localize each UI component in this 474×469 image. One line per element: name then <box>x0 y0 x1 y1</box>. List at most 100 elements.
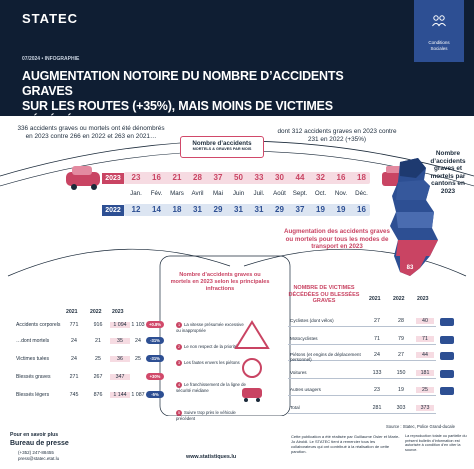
infraction-text: Le non respect de la priorité <box>184 344 238 349</box>
left-table-cell: 916 <box>93 322 103 328</box>
victims-table-cell: 181 <box>416 370 434 376</box>
victims-table-year-header: 2023 <box>417 296 429 302</box>
left-table-cell: 36 <box>110 356 130 362</box>
left-table-year-header: 2022 <box>90 309 102 315</box>
left-table-cell: 35 <box>110 338 130 344</box>
month-label: Jan. <box>130 190 142 197</box>
victims-table-cell: 25 <box>416 387 434 393</box>
left-table-cell: 24 <box>71 338 77 344</box>
victims-table-row-label: Voitures <box>290 370 307 375</box>
victims-table-title: NOMBRE DE VICTIMES DÉCÉDÉES OU BLESSÉES … <box>288 285 360 305</box>
value-2023: 33 <box>254 173 264 182</box>
left-table-change-badge: -5% <box>146 391 164 398</box>
victims-table-cell: 24 <box>374 352 380 358</box>
month-label: Sept. <box>292 190 308 197</box>
monthly-label-title: Nombre d’accidents <box>192 140 252 147</box>
footer-email[interactable]: press@statec.etat.lu <box>18 456 60 461</box>
left-table-cell-secondary: 1 087 <box>131 392 145 398</box>
footer-reproduction-note: La reproduction totale ou partielle du p… <box>405 434 467 452</box>
map-title: Nombre d’accidents graves et mortels par… <box>430 150 466 195</box>
left-table-cell: 745 <box>69 392 79 398</box>
month-label: Juin <box>232 190 245 197</box>
value-2022: 18 <box>172 205 182 214</box>
month-label: Mai <box>213 190 223 197</box>
map-note: Augmentation des accidents graves ou mor… <box>284 228 390 251</box>
victims-table-row-label: Total <box>290 405 300 410</box>
victims-table-row-label: Motocyclistes <box>290 336 318 341</box>
month-label: Juil. <box>253 190 265 197</box>
month-label: Fév. <box>150 190 163 197</box>
intro-left-text: 336 accidents graves ou mortels ont été … <box>17 125 165 140</box>
left-table-row-label: Victimes tuées <box>16 356 50 362</box>
left-table-cell: 876 <box>93 392 103 398</box>
victims-table-cell: 28 <box>398 318 404 324</box>
left-table-cell: 24 <box>71 356 77 362</box>
value-2022: 31 <box>254 205 264 214</box>
victims-table-divider <box>288 360 436 361</box>
victims-table-cell: 303 <box>396 405 406 411</box>
monthly-label-subtitle: MORTELS & GRAVES PAR MOIS <box>192 147 252 151</box>
category-badge[interactable]: Conditions Sociales <box>414 0 464 62</box>
infraction-number: 4 <box>176 382 182 388</box>
value-2022: 29 <box>275 205 284 214</box>
value-2023: 44 <box>295 173 305 182</box>
year-label-2023: 2023 <box>102 173 124 184</box>
footer-press-office: Bureau de presse <box>10 440 69 447</box>
left-table-year-header: 2021 <box>66 309 78 315</box>
value-2022: 31 <box>193 205 202 214</box>
victims-table-cell: 71 <box>374 336 380 342</box>
victims-table-year-header: 2022 <box>393 296 405 302</box>
left-table-year-header: 2023 <box>112 309 124 315</box>
infraction-text: La vitesse présumée excessive ou inappro… <box>176 322 244 333</box>
infraction-text: Les fautes envers les piétons <box>184 360 240 365</box>
left-table-cell: 771 <box>69 322 79 328</box>
victims-table-cell: 40 <box>416 318 434 324</box>
left-table-row-label: Blessés graves <box>16 374 51 380</box>
value-2023: 16 <box>152 173 161 182</box>
left-table-cell: 1 094 <box>110 322 130 328</box>
victims-table-divider <box>288 395 436 396</box>
value-2022: 12 <box>131 205 141 214</box>
left-table-row-label: Blessés légers <box>16 392 50 398</box>
victims-table-cell: 281 <box>372 405 382 411</box>
infraction-number: 2 <box>176 344 182 350</box>
crash-car-illustration <box>66 166 100 190</box>
month-label: Août <box>273 190 286 197</box>
header: STATEC 07/2024 • INFOGRAPHIE AUGMENTATIO… <box>0 0 474 128</box>
bar-2023 <box>124 172 370 184</box>
victims-table-cell: 23 <box>374 387 380 393</box>
car-icon <box>440 370 454 378</box>
value-2023: 28 <box>193 173 202 182</box>
footer-publication-credits: Cette publication a été réalisée par Gui… <box>291 434 400 454</box>
victims-table-cell: 150 <box>396 370 406 376</box>
value-2023: 37 <box>213 173 223 182</box>
infraction-number: 1 <box>176 322 182 328</box>
footer-website-link[interactable]: www.statistiques.lu <box>186 454 237 460</box>
value-2023: 21 <box>172 173 182 182</box>
left-table-change-badge: +30% <box>146 373 164 380</box>
value-2022: 16 <box>357 205 366 214</box>
month-label: Avril <box>191 190 204 197</box>
source-note: Source : Statec, Police Grand-ducale <box>386 424 455 429</box>
value-2023: 16 <box>336 173 346 182</box>
footer <box>0 430 474 469</box>
badge-label: Conditions Sociales <box>416 40 462 51</box>
left-table-cell: 347 <box>110 374 130 380</box>
bicycle-icon <box>440 318 454 326</box>
victims-table-cell: 44 <box>416 352 434 358</box>
left-table-row-label: Accidents corporels <box>16 322 61 328</box>
bar-2022 <box>124 204 370 216</box>
month-label: Oct. <box>314 190 327 197</box>
month-label: Mars <box>170 190 184 197</box>
map-highlight-value: 83 <box>407 265 414 271</box>
footer-phone[interactable]: (+352) 247-88455 <box>18 450 54 455</box>
victims-table-divider <box>288 326 436 327</box>
value-2022: 19 <box>316 205 325 214</box>
value-2023: 50 <box>234 173 243 182</box>
victims-table-cell: 133 <box>372 370 382 376</box>
value-2023: 23 <box>131 173 141 182</box>
